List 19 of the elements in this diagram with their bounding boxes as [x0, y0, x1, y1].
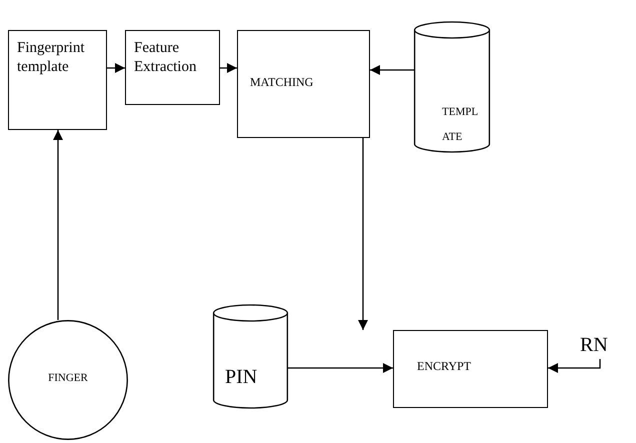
process-box: [393, 330, 548, 408]
node-label: Fingerprint template: [17, 39, 86, 76]
arrow: [107, 63, 125, 73]
arrow: [548, 359, 601, 373]
arrow: [53, 130, 63, 320]
arrow: [288, 363, 393, 373]
node-label: ENCRYPT: [417, 359, 472, 374]
process-box: [125, 30, 220, 105]
node-label: PIN: [225, 365, 258, 390]
process-box: [8, 30, 107, 130]
arrow: [220, 63, 237, 73]
arrow: [358, 138, 368, 330]
process-box: [237, 30, 370, 138]
node-label: FINGER: [47, 372, 89, 386]
arrow: [370, 65, 414, 75]
node-label: TEMPLATE: [442, 105, 480, 146]
node-label: RN: [580, 333, 609, 358]
node-label: Feature Extraction: [134, 39, 198, 76]
node-label: MATCHING: [250, 75, 314, 90]
